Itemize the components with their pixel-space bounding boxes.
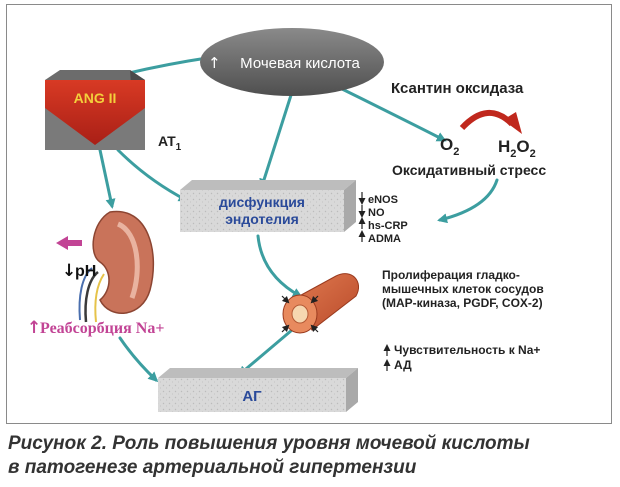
arrow-ox-to-markers — [437, 178, 499, 224]
endothelium-line2: эндотелия — [225, 211, 299, 227]
oxidative-stress-label: Оксидативный стресс — [392, 162, 546, 178]
marker-hscrp: hs-CRP — [368, 220, 408, 232]
ph-down-arrow: ↓ — [62, 261, 76, 281]
uric-acid-ellipse — [200, 28, 384, 96]
proliferation-line2: мышечных клеток сосудов — [382, 282, 544, 296]
arrow-uric-to-xo — [338, 86, 447, 142]
o2-label: O2 — [440, 135, 459, 158]
caption-line1: Рисунок 2. Роль повышения уровня мочевой… — [8, 433, 530, 454]
kidney-illustration — [78, 210, 155, 323]
xanthine-oxidase-label: Ксантин оксидаза — [391, 80, 524, 97]
arrow-ang-to-endo — [116, 148, 189, 202]
caption-line2: в патогенезе артериальной гипертензии — [8, 457, 417, 478]
marker-adma: ADMA — [368, 233, 401, 245]
marker-no: NO — [368, 207, 385, 219]
endothelium-slab — [180, 180, 356, 232]
arrow-vessel-to-ag — [237, 328, 294, 376]
proliferation-text: Пролиферация гладко- мышечных клеток сос… — [382, 268, 544, 310]
sensitivity-line2: АД — [394, 358, 412, 372]
arrow-ang-to-kidney — [98, 148, 116, 209]
uric-acid-label: Мочевая кислота — [240, 55, 360, 72]
reabsorption-up-arrow: ↑ — [27, 318, 41, 338]
h2o2-label: H2O2 — [498, 137, 536, 160]
proliferation-line1: Пролиферация гладко- — [382, 268, 520, 282]
ang-ii-block: ANG II — [45, 70, 145, 150]
figure-caption: Рисунок 2. Роль повышения уровня мочевой… — [8, 432, 612, 480]
vessel-illustration — [281, 273, 359, 334]
proliferation-line3: (MAP-киназа, PGDF, COX-2) — [382, 296, 543, 310]
arrow-reabs-to-ag — [118, 336, 159, 383]
up-arrow-uric: ↑ — [208, 54, 221, 72]
ang-ii-label: ANG II — [74, 90, 117, 106]
sensitivity-line1: Чувствительность к Na+ — [394, 343, 540, 357]
ag-slab — [158, 368, 358, 412]
reabsorption-label: Реабсорбция Na+ — [40, 320, 164, 337]
arrow-endo-to-vessel — [256, 234, 303, 298]
endothelium-line1: дисфункция — [219, 194, 305, 210]
at1-label: AT1 — [158, 133, 182, 153]
ag-label: АГ — [242, 388, 262, 405]
marker-enos: eNOS — [368, 194, 398, 206]
ph-label: pH — [75, 263, 96, 280]
arrow-uric-to-endo — [259, 90, 294, 189]
marker-list: eNOS NO hs-CRP ADMA — [368, 194, 408, 245]
sensitivity-text: Чувствительность к Na+ АД — [394, 343, 540, 372]
arrow-o2-to-h2o2-head — [503, 112, 522, 134]
magenta-left-arrow — [56, 236, 82, 250]
